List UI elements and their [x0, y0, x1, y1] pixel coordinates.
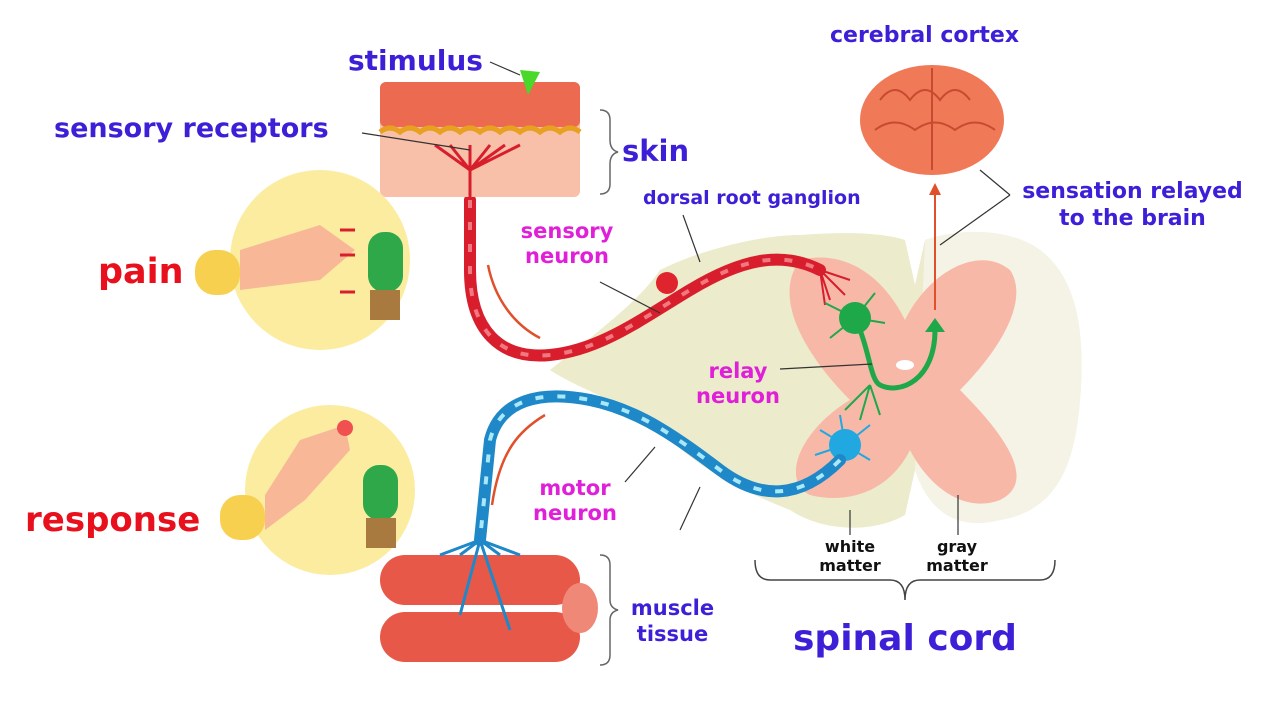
motor-signal-arrow [490, 413, 546, 506]
dorsal-root-ganglion-label: dorsal root ganglion [643, 187, 861, 209]
dorsal-root-ganglion-cell [656, 272, 678, 294]
white-matter-label: white matter [805, 537, 895, 575]
sensation-relayed-line-2: to the brain [1059, 206, 1206, 232]
motor-neuron-line-1: motor [539, 476, 611, 500]
relay-neuron-illustration [824, 183, 945, 421]
motor-neuron-illustration [474, 390, 871, 546]
pain-illustration [195, 170, 410, 350]
spinal-cord-label: spinal cord [793, 618, 1017, 659]
skin-label: skin [622, 134, 690, 168]
response-label: response [25, 500, 201, 540]
cactus-icon [363, 465, 398, 520]
muscle-tissue-illustration [380, 538, 619, 666]
sensory-receptors-label: sensory receptors [54, 113, 329, 144]
cerebral-cortex-label: cerebral cortex [830, 23, 1020, 48]
motor-neuron-line-2: neuron [533, 501, 617, 526]
stimulus-label: stimulus [348, 44, 483, 77]
gray-matter-line-2: matter [926, 555, 988, 575]
pain-label: pain [98, 252, 184, 292]
muscle-tissue-label: muscle tissue [620, 597, 725, 645]
relay-neuron-line-2: neuron [696, 384, 780, 409]
skin-bracket [599, 109, 619, 195]
response-illustration [220, 405, 415, 575]
sensory-neuron-illustration [464, 194, 851, 362]
sensory-signal-arrow [486, 264, 541, 340]
relay-neuron-label: relay neuron [688, 360, 788, 407]
skin-illustration [378, 70, 619, 200]
relay-neuron-line-1: relay [708, 359, 768, 383]
stimulus-icon [520, 70, 540, 95]
sensation-relayed-label: sensation relayed to the brain [1010, 180, 1255, 230]
muscle-tissue-line-1: muscle [630, 596, 715, 620]
relay-arrow-icon [925, 318, 945, 332]
sensory-neuron-line-1: sensory [520, 219, 614, 243]
muscle-tissue-line-2: tissue [636, 622, 709, 647]
motor-neuron-label: motor neuron [525, 477, 625, 524]
cerebral-cortex-illustration [860, 65, 1004, 175]
cactus-icon [368, 232, 403, 292]
central-canal [896, 360, 914, 370]
leader-lines [361, 61, 1011, 535]
sensory-neuron-label: sensory neuron [512, 220, 622, 267]
spinal-cord-bracket [754, 559, 1056, 601]
sensory-neuron-line-2: neuron [525, 244, 609, 269]
sensation-relayed-line-1: sensation relayed [1022, 179, 1243, 204]
gray-matter-line-1: gray [936, 537, 978, 556]
gray-matter-label: gray matter [912, 537, 1002, 575]
white-matter-line-1: white [824, 537, 876, 556]
white-matter-line-2: matter [819, 555, 881, 575]
